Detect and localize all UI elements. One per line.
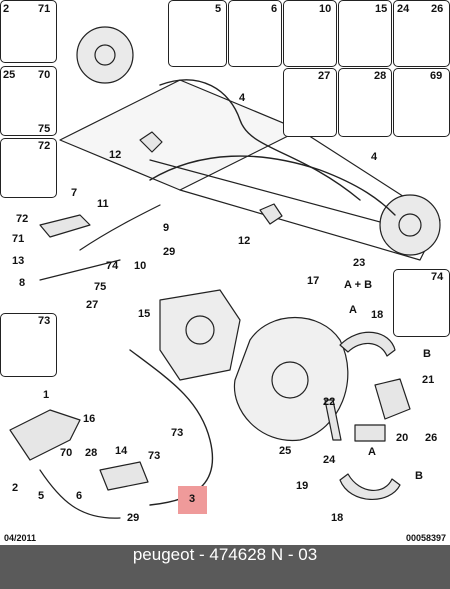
box-part-2-71 bbox=[0, 0, 57, 63]
callout-24: 24 bbox=[397, 3, 410, 15]
lever-part-22 bbox=[324, 399, 342, 441]
caption-bar bbox=[0, 545, 450, 589]
stub-axle-15 bbox=[159, 289, 241, 381]
callout-18: 18 bbox=[371, 309, 384, 321]
box-part-25-70-75 bbox=[0, 66, 57, 136]
callout-6b: 6 bbox=[76, 490, 83, 502]
callout-73-box: 73 bbox=[38, 315, 51, 327]
adjuster-part-20 bbox=[354, 424, 386, 442]
callout-19: 19 bbox=[296, 480, 309, 492]
callout-25: 25 bbox=[3, 69, 16, 81]
box-part-27 bbox=[283, 68, 337, 137]
footer-date: 04/2011 bbox=[4, 533, 37, 543]
callout-28b: 28 bbox=[85, 447, 98, 459]
callout-1: 1 bbox=[43, 389, 50, 401]
callout-70: 70 bbox=[38, 69, 51, 81]
callout-16: 16 bbox=[83, 413, 96, 425]
box-part-5 bbox=[168, 0, 227, 67]
callout-71: 71 bbox=[38, 3, 51, 15]
callout-17: 17 bbox=[307, 275, 320, 287]
callout-14: 14 bbox=[115, 445, 128, 457]
callout-73b: 73 bbox=[171, 427, 184, 439]
callout-15b: 15 bbox=[138, 308, 151, 320]
callout-12b: 12 bbox=[238, 235, 251, 247]
highlighted-callout-background bbox=[178, 486, 207, 514]
callout-4: 4 bbox=[239, 92, 246, 104]
callout-2b: 2 bbox=[12, 482, 19, 494]
callout-5b: 5 bbox=[38, 490, 45, 502]
callout-21: 21 bbox=[422, 374, 435, 386]
callout-20: 20 bbox=[396, 432, 409, 444]
callout-75b: 75 bbox=[94, 281, 107, 293]
backing-plate-17 bbox=[233, 316, 349, 442]
caption-text: peugeot - 474628 N - 03 bbox=[132, 545, 318, 564]
lever-assembly-7-8 bbox=[39, 214, 121, 281]
callout-12: 12 bbox=[109, 149, 122, 161]
box-part-74 bbox=[393, 269, 450, 337]
callout-15: 15 bbox=[375, 3, 388, 15]
callout-72: 72 bbox=[38, 140, 51, 152]
callout-70b: 70 bbox=[60, 447, 73, 459]
callout-23: 23 bbox=[353, 257, 366, 269]
box-part-15 bbox=[338, 0, 392, 67]
callout-69: 69 bbox=[430, 70, 443, 82]
cylinder-part-21 bbox=[374, 378, 411, 420]
callout-10b: 10 bbox=[134, 260, 147, 272]
callout-A2: A bbox=[368, 446, 376, 458]
callout-74-box: 74 bbox=[431, 271, 444, 283]
callout-75: 75 bbox=[38, 123, 51, 135]
cable-guide-14 bbox=[99, 461, 149, 491]
box-part-69 bbox=[393, 68, 450, 137]
cable-4 bbox=[149, 79, 396, 216]
box-part-72 bbox=[0, 138, 57, 198]
callout-23-sub: A + B bbox=[344, 279, 373, 291]
callout-26: 26 bbox=[431, 3, 444, 15]
callout-7: 7 bbox=[71, 187, 78, 199]
callout-4b: 4 bbox=[371, 151, 378, 163]
callout-27b: 27 bbox=[86, 299, 99, 311]
callout-28: 28 bbox=[374, 70, 387, 82]
brake-shoe-18-lower bbox=[339, 473, 401, 500]
brackets-12 bbox=[139, 131, 283, 225]
callout-8: 8 bbox=[19, 277, 26, 289]
callout-24b: 24 bbox=[323, 454, 336, 466]
callout-73c: 73 bbox=[148, 450, 161, 462]
callout-18b: 18 bbox=[331, 512, 344, 524]
callout-27: 27 bbox=[318, 70, 331, 82]
callout-B2: B bbox=[415, 470, 423, 482]
cable-11 bbox=[79, 204, 161, 251]
footer-code: 00058397 bbox=[405, 533, 446, 543]
callout-10: 10 bbox=[319, 3, 332, 15]
callout-11: 11 bbox=[97, 198, 109, 210]
brake-shoe-18-upper bbox=[339, 331, 396, 357]
callout-74: 74 bbox=[106, 260, 119, 272]
box-part-6 bbox=[228, 0, 282, 67]
callout-72b: 72 bbox=[16, 213, 29, 225]
callout-6: 6 bbox=[271, 3, 278, 15]
handbrake-lever-1-16 bbox=[9, 409, 81, 461]
callout-A: A bbox=[349, 304, 357, 316]
callout-29b: 29 bbox=[127, 512, 140, 524]
callout-22: 22 bbox=[323, 396, 336, 408]
box-part-10 bbox=[283, 0, 337, 67]
callout-B: B bbox=[423, 348, 431, 360]
box-part-73 bbox=[0, 313, 57, 377]
box-part-24-26 bbox=[393, 0, 450, 67]
callout-71b: 71 bbox=[12, 233, 25, 245]
callout-13: 13 bbox=[12, 255, 25, 267]
callout-26b: 26 bbox=[425, 432, 438, 444]
callout-9: 9 bbox=[163, 222, 170, 234]
callout-25b: 25 bbox=[279, 445, 292, 457]
callout-29: 29 bbox=[163, 246, 176, 258]
callout-5: 5 bbox=[215, 3, 222, 15]
callout-2: 2 bbox=[3, 3, 10, 15]
box-part-28 bbox=[338, 68, 392, 137]
callout-3: 3 bbox=[189, 493, 196, 505]
hub-left bbox=[76, 26, 134, 84]
hub-right bbox=[379, 194, 441, 256]
